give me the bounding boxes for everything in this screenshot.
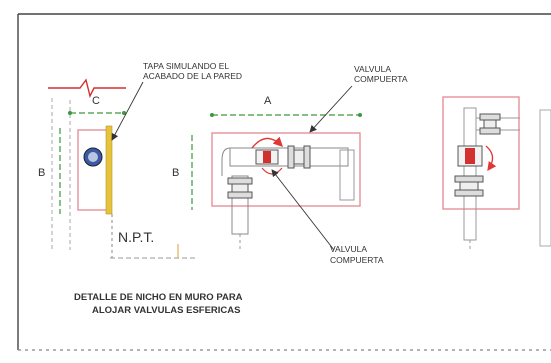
valve-body-icon bbox=[255, 149, 279, 165]
niche-outline bbox=[77, 129, 109, 211]
dim-a-label: A bbox=[264, 95, 272, 107]
valve-bottom-label-line1: VALVULA bbox=[330, 244, 367, 254]
dim-b-mid-label: B bbox=[172, 167, 179, 179]
sheet-border bbox=[17, 13, 551, 351]
front-view: A B bbox=[172, 95, 362, 250]
union-fitting-icon bbox=[454, 175, 484, 197]
dim-b-left-label: B bbox=[38, 167, 45, 179]
rotation-arrow-icon bbox=[485, 145, 497, 172]
rotation-arrow-icon bbox=[261, 167, 283, 175]
dim-c-label: C bbox=[92, 95, 100, 107]
valve-top-annotation: VALVULA COMPUERTA bbox=[309, 64, 408, 133]
valve-top-label-line1: VALVULA bbox=[354, 64, 391, 74]
break-line bbox=[48, 78, 126, 99]
valve-bottom-leader bbox=[271, 169, 335, 251]
union-fitting-icon bbox=[479, 113, 501, 135]
npt-label: N.P.T. bbox=[118, 229, 154, 245]
tapa-label-line1: TAPA SIMULANDO EL bbox=[143, 61, 229, 71]
title-line1: DETALLE DE NICHO EN MURO PARA bbox=[74, 292, 243, 303]
valve-bottom-annotation: VALVULA COMPUERTA bbox=[271, 169, 384, 265]
section-view: C B N.P.T. bbox=[38, 78, 198, 259]
pipe-down-right bbox=[339, 149, 355, 201]
valve-body-icon bbox=[457, 145, 483, 167]
union-fitting-icon bbox=[227, 177, 253, 199]
rotation-arrow-icon bbox=[251, 136, 283, 149]
tapa-leader bbox=[111, 81, 144, 141]
valve-bottom-label-line2: COMPUERTA bbox=[330, 255, 384, 265]
valve-top-leader bbox=[309, 85, 353, 133]
wall-finish-cover bbox=[105, 125, 113, 215]
union-fitting-icon bbox=[287, 145, 311, 169]
valve-top-label-line2: COMPUERTA bbox=[354, 74, 408, 84]
side-view bbox=[442, 96, 551, 250]
niche-outline bbox=[442, 96, 520, 210]
niche-outline bbox=[211, 132, 361, 207]
drawing-title: DETALLE DE NICHO EN MURO PARA ALOJAR VAL… bbox=[74, 292, 243, 316]
tapa-label-line2: ACABADO DE LA PARED bbox=[143, 71, 242, 81]
tapa-annotation: TAPA SIMULANDO EL ACABADO DE LA PARED bbox=[111, 61, 242, 141]
title-line2: ALOJAR VALVULAS ESFERICAS bbox=[92, 305, 241, 316]
